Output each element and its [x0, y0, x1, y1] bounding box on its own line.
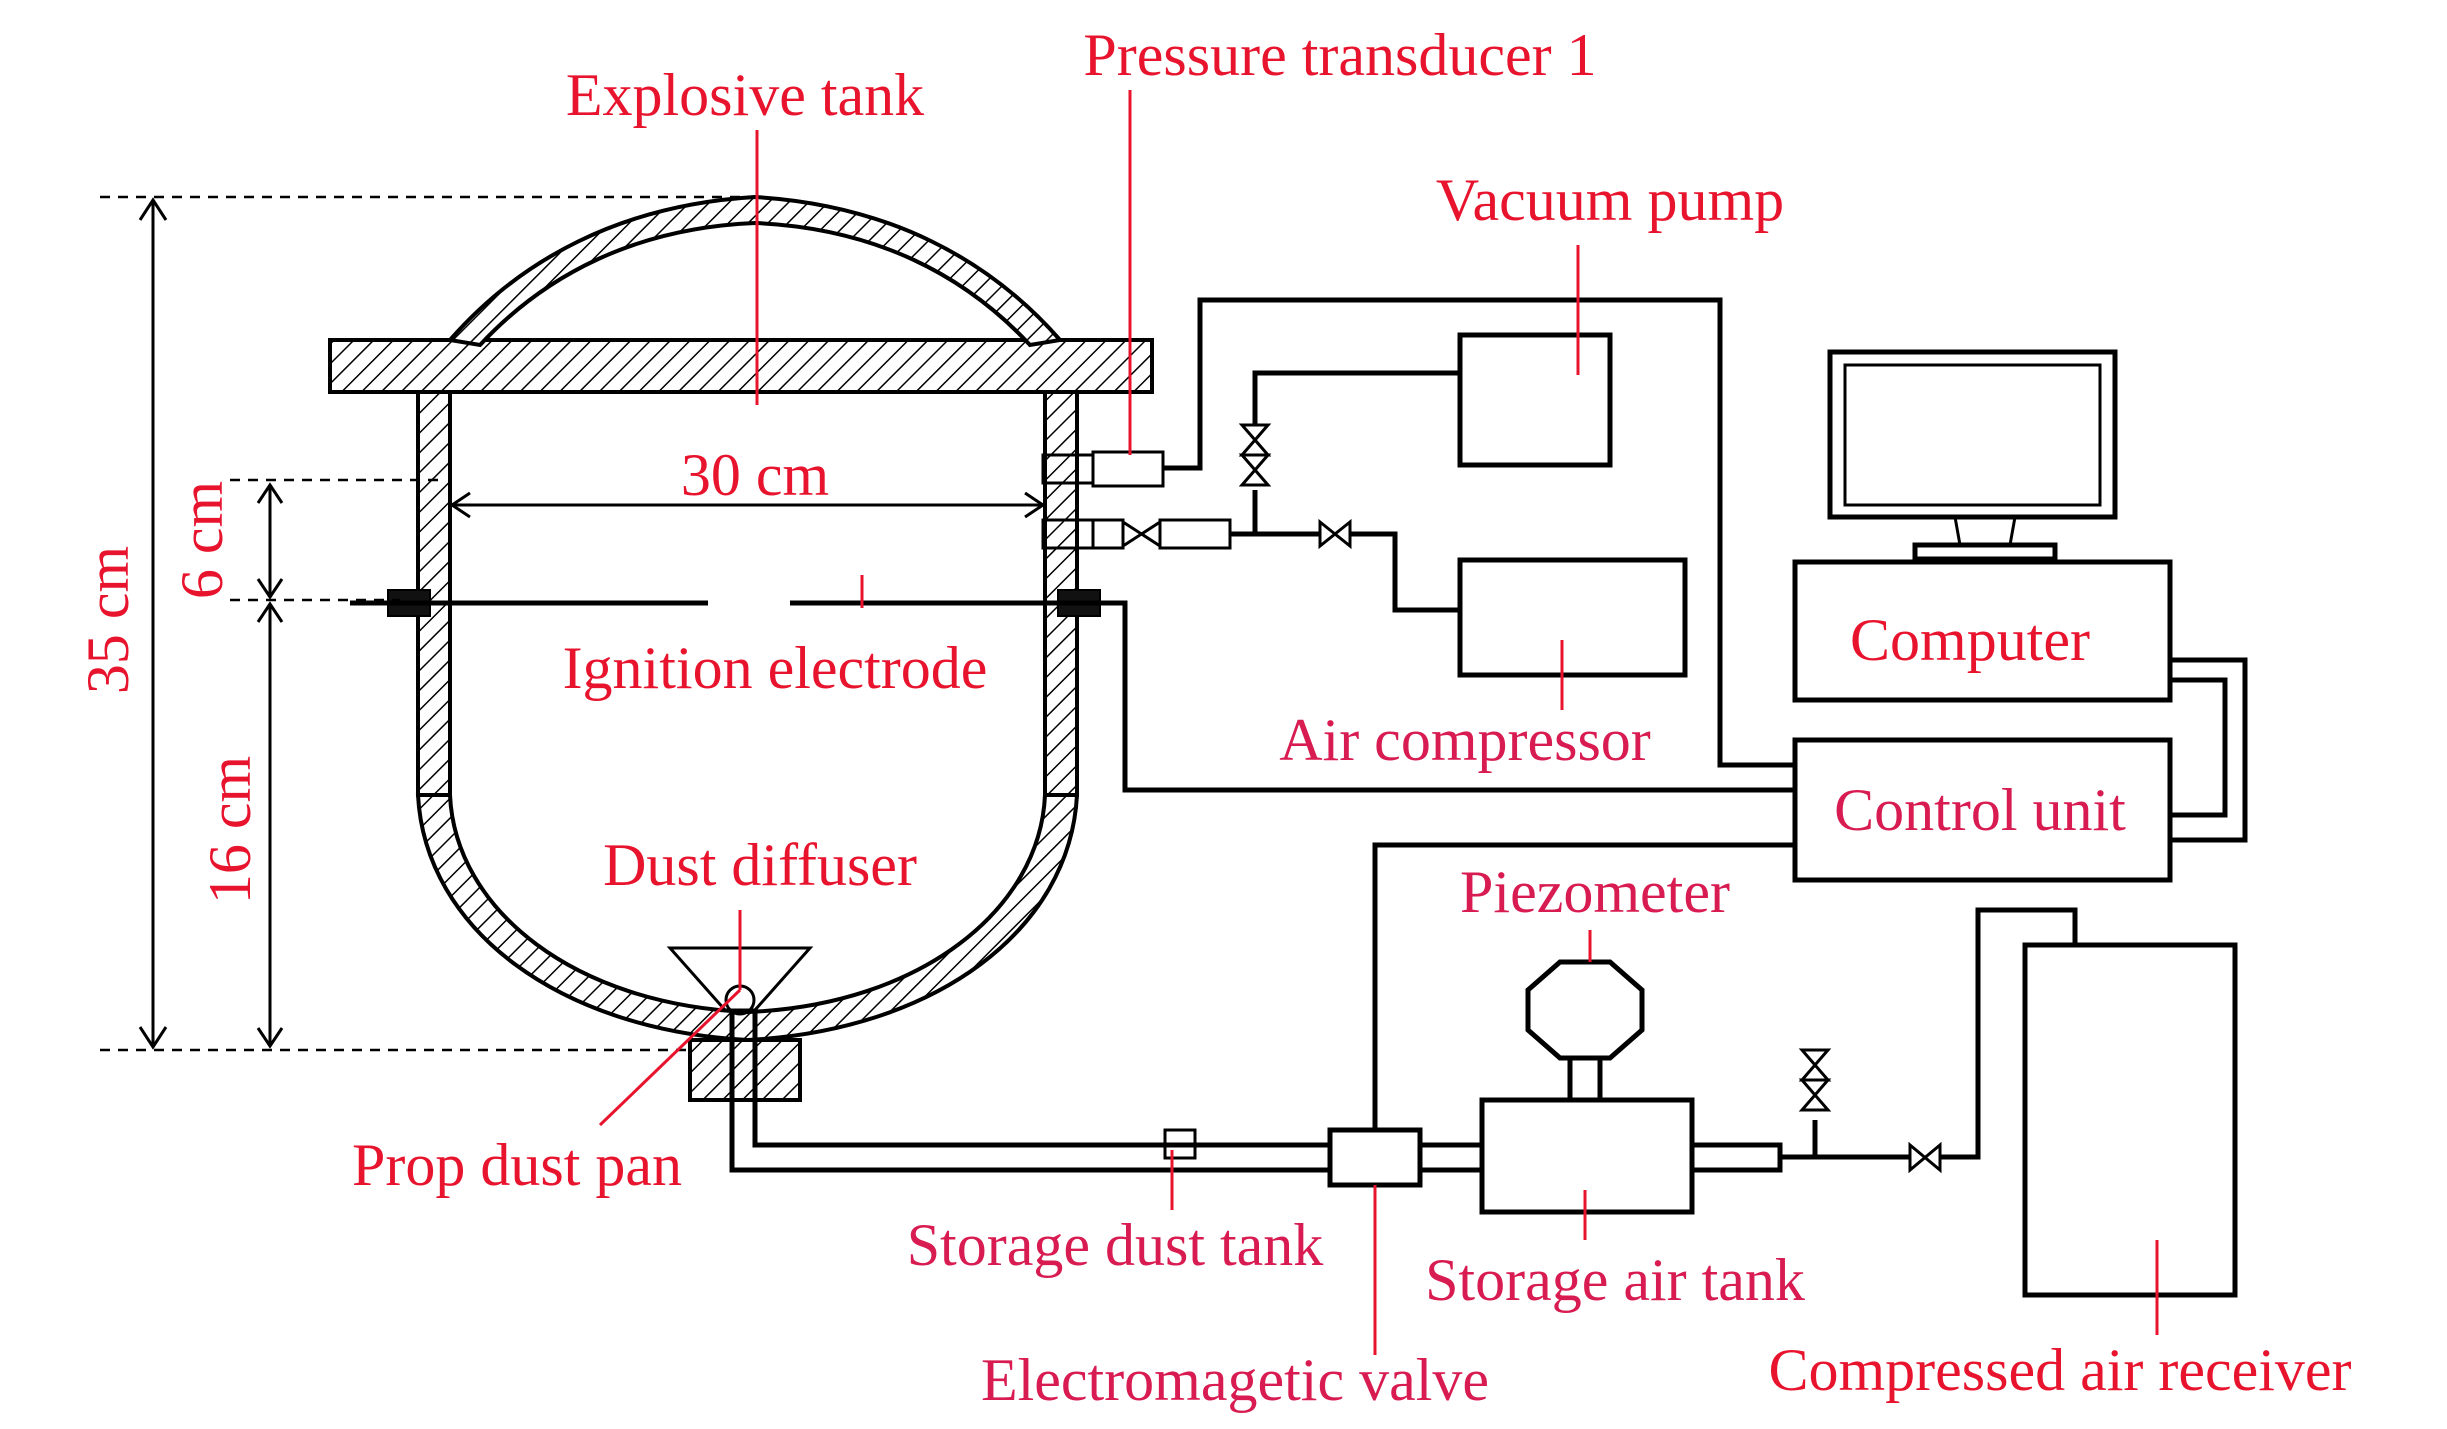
receiver-pipe: [1940, 907, 2078, 1160]
label-prop-dust-pan: Prop dust pan: [352, 1132, 682, 1198]
label-control-unit: Control unit: [1834, 777, 2126, 843]
explosive-tank: [328, 194, 1330, 1173]
tank-flange: [328, 338, 1154, 394]
label-diameter: 30 cm: [681, 442, 829, 508]
storage-air-tank: [1479, 1097, 1695, 1215]
gas-line-valves: [1041, 370, 1460, 613]
leader-lines: [598, 90, 2159, 1355]
label-storage-dust-tank: Storage dust tank: [907, 1212, 1324, 1278]
storage-dust-tank-body: [1163, 1128, 1197, 1160]
ignition-signal-wire: [1100, 600, 1795, 793]
label-computer: Computer: [1850, 607, 2090, 673]
label-height-total: 35 cm: [75, 546, 141, 694]
electromagnetic-valve: [1327, 1127, 1423, 1188]
dust-feed-pipe-lower: [729, 1010, 1330, 1173]
computer-monitor: [1827, 349, 2118, 562]
dimensions: [100, 195, 1046, 1052]
vacuum-pump: [1457, 332, 1613, 468]
compressed-air-receiver: [2022, 942, 2238, 1298]
computer-cable-outer: [2170, 657, 2248, 843]
air-tank-outlet-pipe: [1692, 1142, 1783, 1173]
valve-to-tank-pipe: [1420, 1142, 1482, 1173]
tank-top-dome: [446, 194, 1064, 348]
label-storage-air-tank: Storage air tank: [1425, 1247, 1805, 1313]
ignition-electrode: [350, 589, 1108, 617]
label-pressure-transducer: Pressure transducer 1: [1083, 22, 1596, 88]
control-unit: [1792, 737, 2173, 883]
air-compressor: [1457, 557, 1688, 678]
label-air-compressor: Air compressor: [1279, 707, 1651, 773]
piezometer: [1525, 959, 1645, 1061]
label-height-lower: 16 cm: [197, 756, 263, 904]
label-compressed-air-receiver: Compressed air receiver: [1768, 1337, 2351, 1403]
label-dust-diffuser: Dust diffuser: [603, 832, 917, 898]
pressure-transducer-1: [1041, 297, 1795, 768]
label-ignition-electrode: Ignition electrode: [563, 635, 988, 701]
tank-bottom-bowl: [415, 793, 1080, 1043]
valve-control-wire: [1372, 842, 1795, 1135]
computer-cable-inner: [2170, 677, 2228, 818]
piezometer-stem: [1567, 1055, 1603, 1103]
label-height-upper: 6 cm: [169, 481, 235, 599]
label-electromagnetic-valve: Electromagetic valve: [981, 1347, 1489, 1413]
receiver-valve: [1908, 1141, 1942, 1174]
relief-valve: [1798, 1048, 1832, 1112]
dust-feed-pipe-upper: [752, 1010, 1330, 1148]
label-vacuum-pump: Vacuum pump: [1436, 167, 1784, 233]
dust-pan-base: [688, 1038, 802, 1102]
label-piezometer: Piezometer: [1460, 859, 1730, 925]
computer: [1792, 559, 2173, 703]
label-explosive-tank: Explosive tank: [566, 62, 924, 128]
